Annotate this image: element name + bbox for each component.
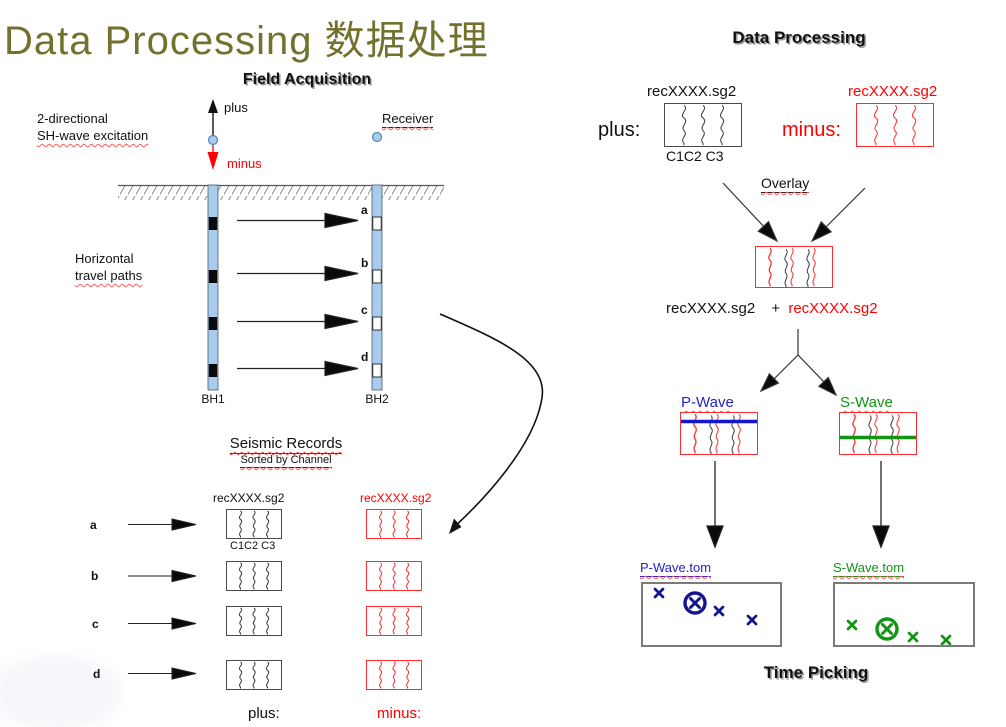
row-label-c: c <box>92 617 99 631</box>
travel-paths-line2: travel paths <box>75 268 143 283</box>
channel-labels-left: C1C2 C3 <box>230 540 276 552</box>
record-box-plus-d <box>226 660 282 690</box>
record-box-minus-a <box>366 509 422 539</box>
curved-arrow <box>439 313 544 534</box>
excitation-label: 2-directional SH-wave excitation <box>37 110 148 144</box>
channel-labels-right: C1C2 C3 <box>666 148 724 164</box>
source-arrows <box>207 99 219 170</box>
sum-operator: + <box>771 300 781 317</box>
p-tom-box <box>641 582 782 647</box>
travel-path-arrows <box>237 212 359 377</box>
field-acquisition-heading: Field Acquisition <box>242 71 372 88</box>
sum-right: recXXXX.sg2 <box>788 300 878 317</box>
sorted-by-channel-subheading: Sorted by Channel <box>240 454 332 468</box>
pick-arrows <box>706 461 890 549</box>
minus-label: minus <box>227 156 262 171</box>
plus-caption-right: plus: <box>598 119 641 141</box>
file-label-minus-right: recXXXX.sg2 <box>848 83 938 100</box>
record-box-minus-d <box>366 660 422 690</box>
s-wave-label: S-Wave <box>840 394 893 411</box>
p-tom-label: P-Wave.tom <box>640 560 712 577</box>
data-processing-heading: Data Processing <box>732 28 866 47</box>
overlay-box <box>755 246 833 288</box>
receiver-point <box>371 131 383 143</box>
receiver-label: Receiver <box>382 111 434 128</box>
stack-box-plus <box>664 103 742 147</box>
depth-label-a: a <box>361 203 368 217</box>
page-title: Data Processing 数据处理 <box>4 19 489 63</box>
depth-label-d: d <box>361 350 369 364</box>
record-box-minus-c <box>366 606 422 636</box>
record-box-plus-a <box>226 509 282 539</box>
file-label-minus-left: recXXXX.sg2 <box>360 491 432 505</box>
sum-expression: recXXXX.sg2 + recXXXX.sg2 <box>666 300 878 317</box>
record-box-plus-c <box>226 606 282 636</box>
row-label-a: a <box>90 518 97 532</box>
row-label-d: d <box>93 667 101 681</box>
source-point <box>207 134 219 146</box>
plus-label: plus <box>224 100 248 115</box>
travel-paths-label: Horizontal travel paths <box>75 250 142 284</box>
record-row-arrows <box>128 518 197 680</box>
overlay-arrows <box>722 182 866 243</box>
seismic-records-heading: Seismic Records <box>229 435 343 454</box>
depth-label-c: c <box>361 303 368 317</box>
split-arrows <box>759 329 838 397</box>
ground-surface <box>118 184 444 200</box>
record-box-minus-b <box>366 561 422 591</box>
stack-box-minus <box>856 103 934 147</box>
borehole-bh2 <box>371 184 383 391</box>
plus-caption-left: plus: <box>248 705 280 722</box>
file-label-plus-right: recXXXX.sg2 <box>647 83 737 100</box>
depth-label-b: b <box>361 256 369 270</box>
overlay-label: Overlay <box>761 175 810 193</box>
time-picking-heading: Time Picking <box>763 663 869 682</box>
file-label-plus-left: recXXXX.sg2 <box>213 491 285 505</box>
minus-caption-right: minus: <box>782 119 841 141</box>
excitation-line2: SH-wave excitation <box>37 128 149 143</box>
p-wave-label: P-Wave <box>681 394 734 411</box>
minus-caption-left: minus: <box>377 705 422 722</box>
row-label-b: b <box>91 569 99 583</box>
record-box-plus-b <box>226 561 282 591</box>
s-tom-box <box>833 582 975 647</box>
bh1-label: BH1 <box>201 392 225 406</box>
sum-left: recXXXX.sg2 <box>666 300 756 317</box>
p-wave-box <box>680 412 758 455</box>
bh2-label: BH2 <box>365 392 389 406</box>
watermark-smudge <box>0 655 122 727</box>
s-wave-box <box>839 412 917 455</box>
travel-paths-line1: Horizontal <box>75 251 134 266</box>
borehole-bh1 <box>207 184 219 391</box>
s-tom-label: S-Wave.tom <box>833 560 905 577</box>
excitation-line1: 2-directional <box>37 111 108 126</box>
